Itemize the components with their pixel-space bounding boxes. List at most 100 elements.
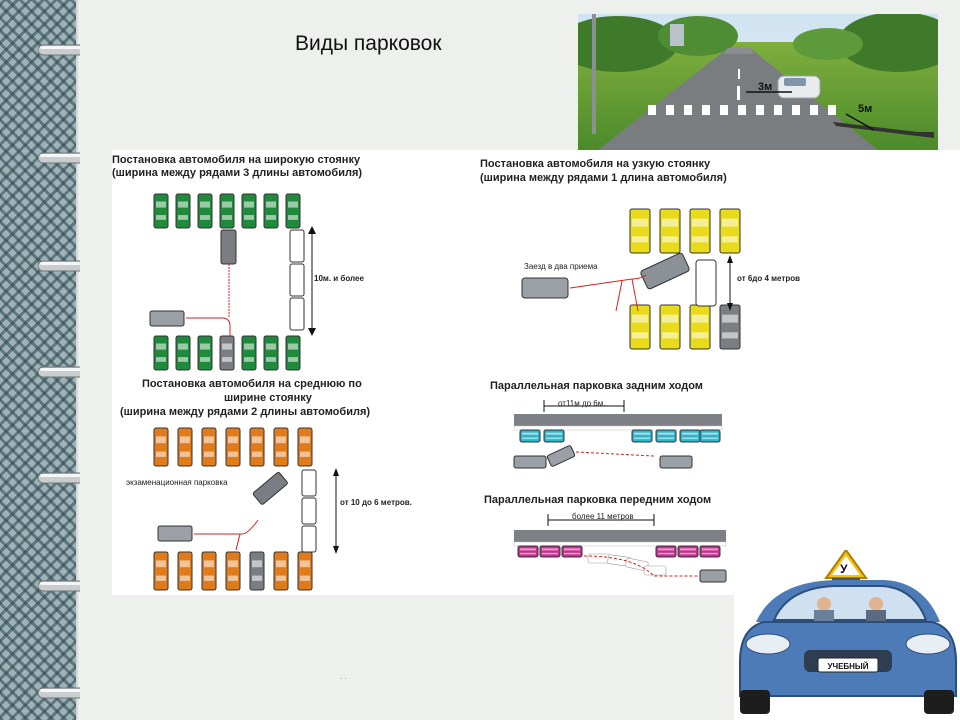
parked-car xyxy=(519,429,541,443)
footer-dots: . . xyxy=(340,672,347,681)
parked-car xyxy=(285,335,301,371)
car-window xyxy=(292,271,302,277)
car-window xyxy=(288,215,298,220)
parked-car xyxy=(153,335,169,371)
wide-title-1: Постановка автомобиля на широкую стоянку xyxy=(112,154,361,166)
parked-car xyxy=(289,229,305,263)
car-window xyxy=(658,432,674,435)
parked-car xyxy=(263,335,279,371)
car-window xyxy=(520,548,536,551)
car-window xyxy=(266,343,276,350)
narrow-distance-label: от 6до 4 метров xyxy=(737,274,801,283)
car-window xyxy=(304,503,314,509)
parked-car xyxy=(631,429,653,443)
parked-car xyxy=(175,193,191,229)
car-window xyxy=(542,552,558,555)
parked-car xyxy=(249,427,265,467)
car-window xyxy=(542,548,558,551)
car-window xyxy=(204,436,214,444)
parked-car xyxy=(177,427,193,467)
car-window xyxy=(178,215,188,220)
road-label-3m: 3м xyxy=(758,81,772,93)
car-window xyxy=(632,332,648,339)
car-window xyxy=(564,548,580,551)
car-window xyxy=(634,432,650,435)
parked-car xyxy=(301,525,317,553)
car-window xyxy=(252,436,262,444)
parked-car xyxy=(241,193,257,229)
car-window xyxy=(180,436,190,444)
car-window xyxy=(156,343,166,350)
car-window xyxy=(156,436,166,444)
car-window xyxy=(266,201,276,208)
parked-car xyxy=(153,427,169,467)
car-window xyxy=(288,343,298,350)
parked-car xyxy=(301,497,317,525)
car-window xyxy=(222,215,232,220)
car-window xyxy=(304,475,314,481)
parked-car xyxy=(561,545,583,558)
car-window xyxy=(276,560,286,568)
parked-car xyxy=(289,297,305,331)
parked-car xyxy=(219,335,235,371)
car-window xyxy=(682,437,698,440)
wide-distance-label: 10м. и более xyxy=(314,274,364,283)
parked-car xyxy=(297,551,313,591)
medium-exam-label: экзаменационная парковка xyxy=(126,478,228,487)
car-window xyxy=(304,542,314,546)
car-window xyxy=(692,236,708,243)
car-window xyxy=(702,437,718,440)
car-window xyxy=(200,357,210,362)
car-window xyxy=(658,548,674,551)
car-window xyxy=(288,201,298,208)
car-window xyxy=(662,332,678,339)
narrow-maneuver-label: Заезд в два приема xyxy=(524,262,598,271)
forward-title: Параллельная парковка передним ходом xyxy=(484,494,712,506)
car-window xyxy=(722,332,738,339)
car-window xyxy=(244,215,254,220)
narrow-title-1: Постановка автомобиля на узкую стоянку xyxy=(480,158,711,170)
narrow-title-2: (ширина между рядами 1 длина автомобиля) xyxy=(480,172,727,184)
parked-car xyxy=(659,304,681,350)
medium-title-3: (ширина между рядами 2 длины автомобиля) xyxy=(120,406,371,418)
parked-car xyxy=(177,551,193,591)
car-window xyxy=(204,451,214,457)
car-window xyxy=(228,436,238,444)
medium-distance-label: от 10 до 6 метров. xyxy=(340,498,412,507)
parked-car xyxy=(225,427,241,467)
car-window xyxy=(178,343,188,350)
car-window xyxy=(702,552,718,555)
parked-car xyxy=(201,551,217,591)
parked-car xyxy=(197,193,213,229)
parked-car xyxy=(689,208,711,254)
car-window xyxy=(228,560,238,568)
plate-text: УЧЕБНЫЙ xyxy=(827,662,868,671)
car-window xyxy=(292,317,302,323)
roof-sign-letter: У xyxy=(840,562,848,576)
parked-car xyxy=(175,335,191,371)
parked-car xyxy=(655,429,677,443)
wide-parking-diagram xyxy=(149,193,316,371)
car-window xyxy=(632,314,648,323)
car-window xyxy=(180,451,190,457)
parked-car xyxy=(301,469,317,497)
car-window xyxy=(680,552,696,555)
car-window xyxy=(204,575,214,581)
car-window xyxy=(292,237,302,243)
parked-car xyxy=(543,429,565,443)
car-window xyxy=(546,437,562,440)
car-window xyxy=(522,437,538,440)
parked-car xyxy=(219,193,235,229)
binder-spine xyxy=(0,0,76,720)
car-window xyxy=(300,436,310,444)
parked-car xyxy=(679,429,701,443)
car-window xyxy=(300,560,310,568)
car-window xyxy=(156,201,166,208)
parked-car xyxy=(677,545,699,558)
car-window xyxy=(156,357,166,362)
car-window xyxy=(702,432,718,435)
car-window xyxy=(658,437,674,440)
car-window xyxy=(178,357,188,362)
parked-car xyxy=(699,545,721,558)
car-window xyxy=(632,218,648,227)
